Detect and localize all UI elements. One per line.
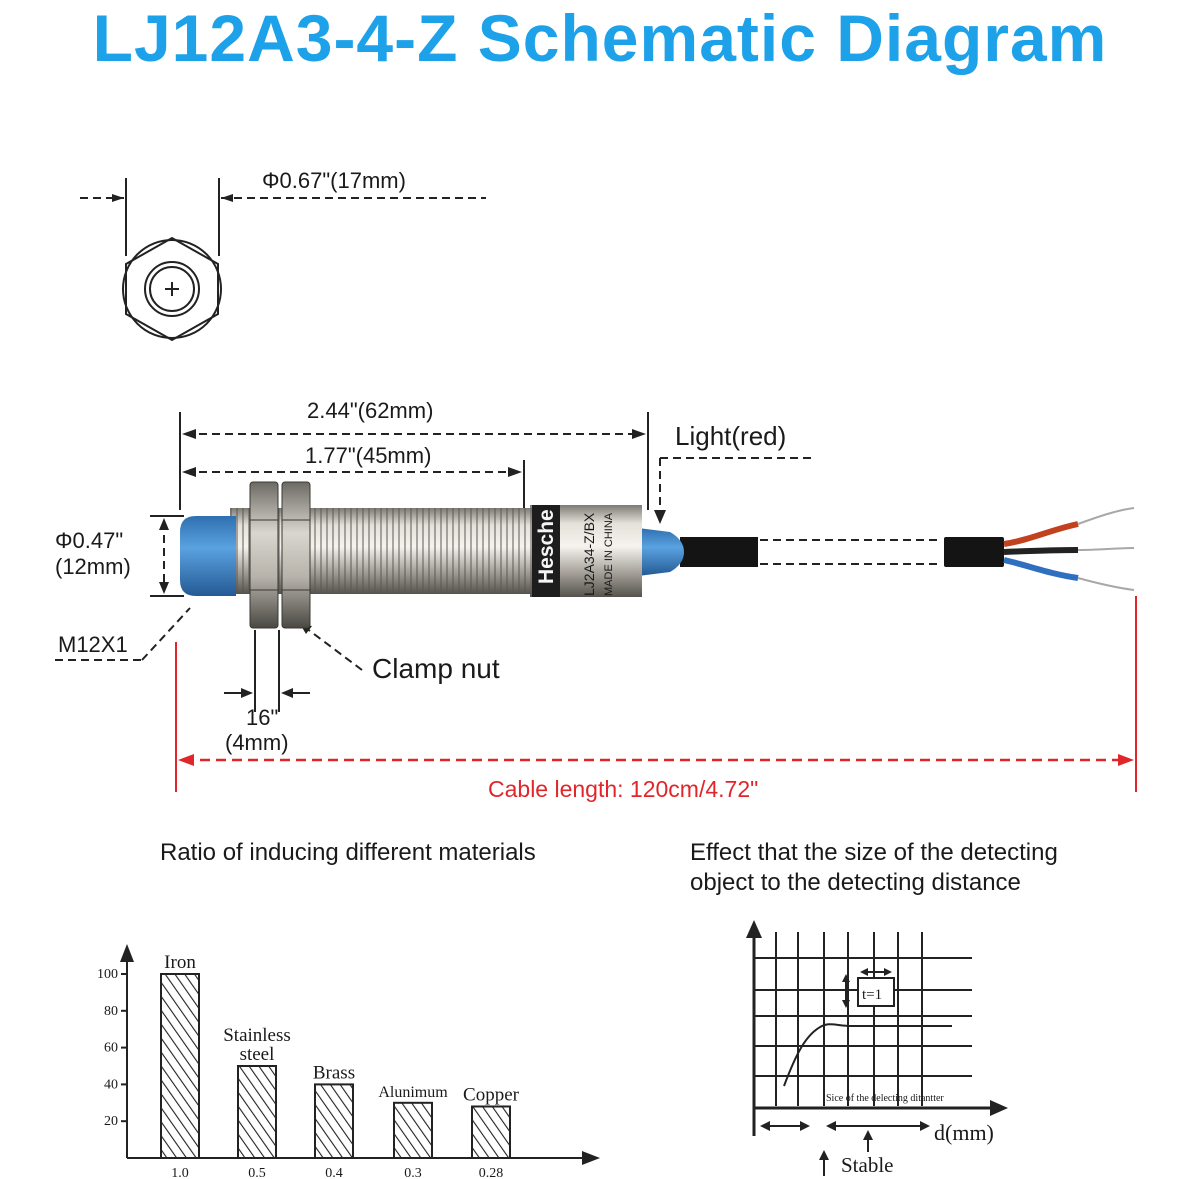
inset-thickness-label: t=1 [862,987,882,1003]
distance-chart-heading-2: object to the detecting distance [690,869,1021,896]
bar-iron [160,973,200,1159]
bar-brass [314,1083,354,1160]
distance-grid [754,932,972,1106]
materials-x-tick-labels: 1.0 0.5 0.4 0.3 0.28 [171,1166,503,1179]
cable-length-label: Cable length: 120cm/4.72" [488,776,758,802]
sensing-face-cap [180,516,236,596]
body-origin-print: MADE IN CHINA [603,512,615,596]
diameter-label-line-1: Φ0.47" [55,528,123,553]
y-tick-label: 100 [97,967,118,982]
side-view-dimensions: 2.44"(62mm) 1.77"(45mm) Light(red) Φ0.47… [55,398,812,755]
y-tick-label: 40 [104,1077,118,1092]
body-brand-print: Hesche [535,509,558,584]
bar-category-label: Alunimum [378,1084,448,1101]
y-tick-label: 80 [104,1004,118,1019]
thread-label: M12X1 [58,632,128,657]
nut-thickness-line-1: 16" [246,705,278,730]
diameter-label-line-2: (12mm) [55,554,131,579]
materials-chart: Ratio of inducing different materials 20… [97,839,600,1179]
cable-far [944,537,1004,567]
cable-length-dimension: Cable length: 120cm/4.72" [175,596,1137,802]
bar-category-label: Iron [164,952,196,973]
page-title: LJ12A3-4-Z Schematic Diagram [92,1,1108,75]
curve-size-label: Sice of the delecting ditantter [826,1093,944,1104]
x-tick-label: 0.3 [404,1166,422,1179]
bar-category-label: Copper [463,1084,520,1105]
x-tick-label: 0.28 [479,1166,504,1179]
wire-black [1003,547,1079,555]
x-tick-label: 1.0 [171,1166,189,1179]
distance-x-label: d(mm) [934,1120,994,1145]
clamp-nut-left [249,481,279,629]
stable-label: Stable [841,1153,894,1177]
sensor-illustration: Hesche LJ2A34-Z/BX MADE IN CHINA [180,481,1135,629]
body-model-print: LJ2A34-Z/BX [581,512,597,596]
wire-blue [1003,557,1079,581]
nut-thickness-line-2: (4mm) [225,730,289,755]
rear-cap [638,528,684,576]
x-tick-label: 0.4 [325,1166,343,1179]
distance-curve [783,1023,952,1087]
hex-nut-shape [125,236,219,342]
cable-near [680,537,758,567]
bar-category-label: Brass [313,1062,355,1083]
top-diameter-label: Φ0.67"(17mm) [262,168,406,193]
clamp-nut-label: Clamp nut [372,653,500,684]
materials-y-ticks: 20 40 60 80 100 [97,967,127,1129]
length-total-label: 2.44"(62mm) [307,398,433,423]
y-tick-label: 60 [104,1041,118,1056]
nut-outline-circle [122,239,222,339]
distance-chart-heading-1: Effect that the size of the detecting [690,839,1058,866]
inset-box [857,977,895,1007]
bar-stainless-steel [237,1065,277,1159]
length-thread-label: 1.77"(45mm) [305,443,431,468]
bar-category-label: Stainless [223,1025,291,1046]
wire-brown [1003,521,1079,547]
bar-category-label: steel [240,1044,275,1065]
y-tick-label: 20 [104,1114,118,1129]
clamp-nut-right [281,481,311,629]
light-label: Light(red) [675,421,786,451]
x-tick-label: 0.5 [248,1166,266,1179]
bar-copper [471,1105,511,1159]
top-view: Φ0.67"(17mm) [80,168,486,342]
bar-alunimum [393,1101,433,1160]
materials-chart-heading: Ratio of inducing different materials [160,839,536,866]
distance-chart: Effect that the size of the detecting ob… [690,839,1058,1177]
